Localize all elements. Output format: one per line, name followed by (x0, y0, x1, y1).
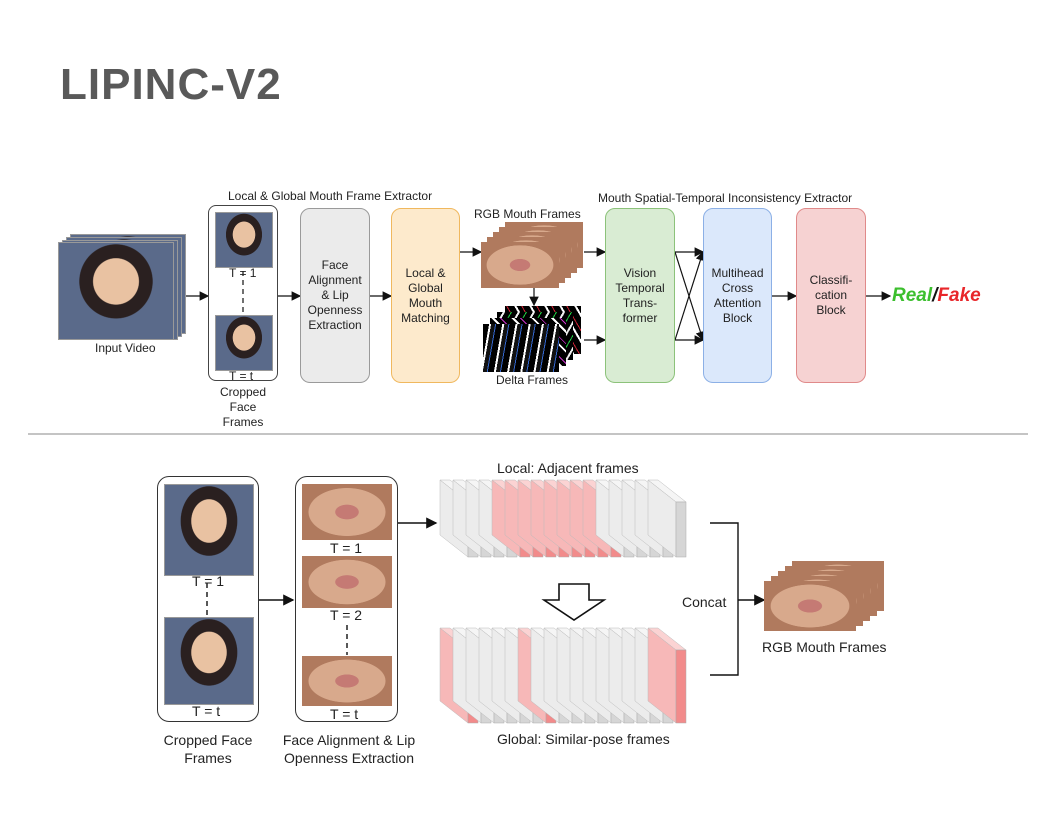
bottom-align-label: Face Alignment & Lip Openness Extraction (282, 732, 416, 766)
cropped-face-group-2 (157, 476, 259, 722)
bottom-t1-label: T = 1 (192, 573, 225, 589)
mouth-frame-1 (302, 484, 392, 540)
bottom-rgb-label: RGB Mouth Frames (762, 639, 887, 655)
arrow-cross-2 (674, 250, 706, 341)
cropped-face-1 (215, 212, 273, 268)
mouth-frame-t (302, 656, 392, 706)
global-frames-stack (439, 627, 687, 724)
mouth-t2-label: T = 2 (330, 607, 363, 623)
delta-frames-stack (483, 306, 583, 372)
local-frames-label: Local: Adjacent frames (497, 460, 639, 476)
inconsistency-label: Mouth Spatial-Temporal Inconsistency Ext… (598, 191, 853, 205)
down-arrow-icon (541, 583, 607, 621)
concat-label: Concat (682, 594, 727, 610)
bottom-tt-label: T = t (192, 703, 221, 719)
multihead-attention-box: Multihead Cross Attention Block (703, 208, 772, 383)
cropped-face-t (215, 315, 273, 371)
global-frames-label: Global: Similar-pose frames (497, 731, 670, 747)
classification-box: Classifi-cation Block (796, 208, 866, 383)
mouth-tt-label: T = t (330, 706, 359, 722)
slash-label: / (932, 285, 938, 306)
bottom-cropped-label: Cropped Face Frames (163, 732, 253, 766)
vision-temporal-transformer-box: Vision Temporal Trans-former (605, 208, 675, 383)
frame-unselected (675, 501, 687, 558)
bottom-rgb-stack (764, 561, 884, 633)
result-label: Real/Fake (892, 285, 981, 307)
rgb-frames-label: RGB Mouth Frames (474, 207, 581, 221)
mouth-frames-group (295, 476, 398, 722)
face-alignment-box: Face Alignment & Lip Openness Extraction (300, 208, 370, 383)
bottom-face-1 (164, 484, 254, 576)
bottom-face-t (164, 617, 254, 705)
input-video-label: Input Video (95, 341, 156, 355)
mouth-matching-box: Local & Global Mouth Matching (391, 208, 460, 383)
crop-t1-label: T = 1 (229, 266, 257, 280)
mouth-frame-2 (302, 556, 392, 608)
slide-title: LIPINC-V2 (60, 60, 282, 109)
mouth-t1-label: T = 1 (330, 540, 363, 556)
crop-tt-label: T = t (229, 369, 254, 383)
frame-selected (675, 649, 687, 724)
local-frames-stack (439, 479, 687, 558)
cropped-frames-label: Cropped Face Frames (219, 385, 267, 429)
fake-label: Fake (937, 285, 981, 306)
delta-frames-label: Delta Frames (496, 373, 569, 387)
real-label: Real (892, 285, 933, 306)
cropped-face-group (208, 205, 278, 381)
rgb-frames-stack (481, 222, 585, 288)
extractor-label: Local & Global Mouth Frame Extractor (228, 189, 433, 203)
input-video-stack (58, 234, 186, 340)
input-video-frame (58, 242, 174, 340)
